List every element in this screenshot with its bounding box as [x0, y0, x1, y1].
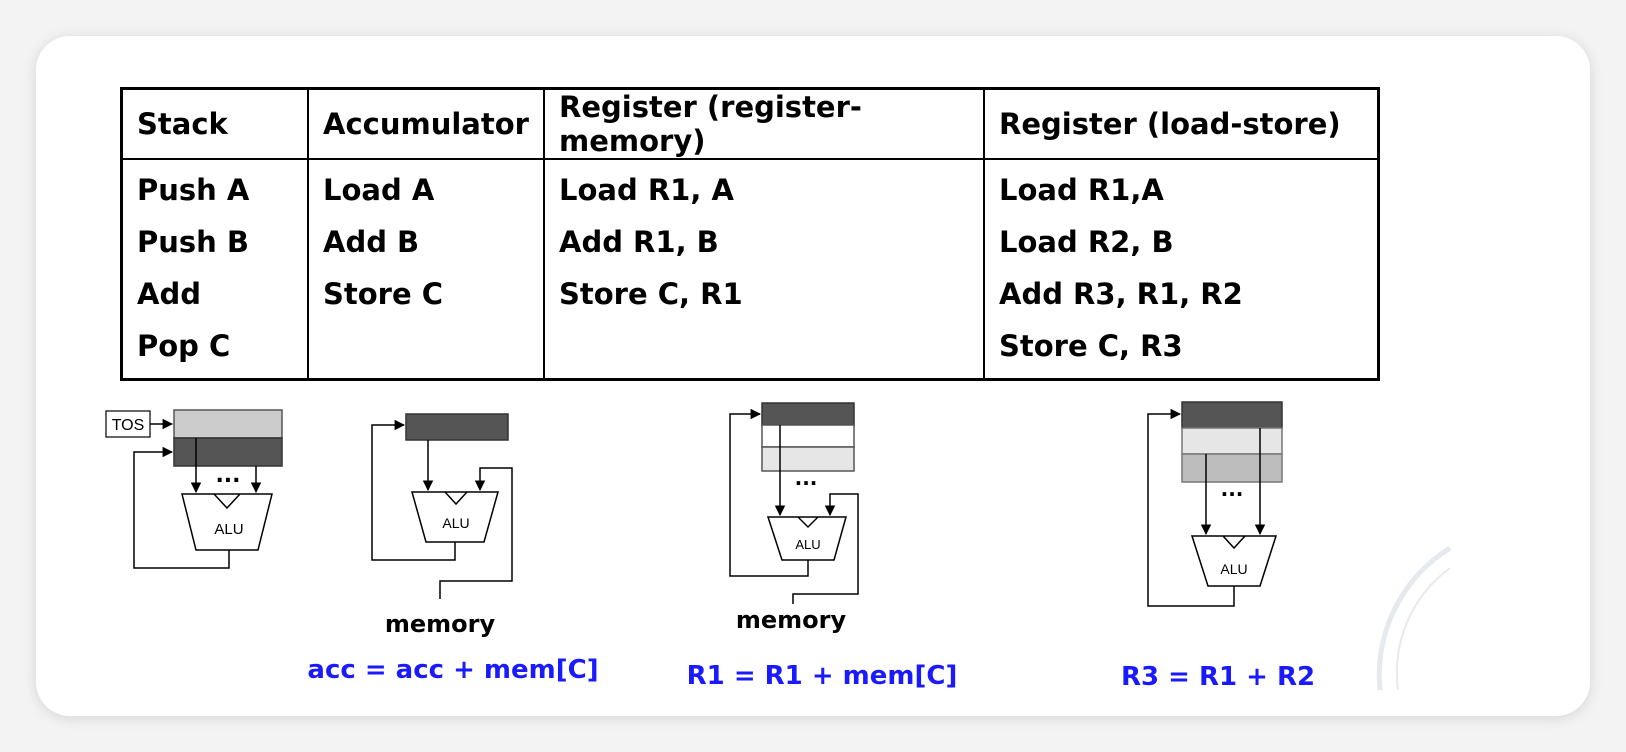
stack-alu-label: ALU — [214, 521, 243, 538]
stack-instruction: Pop C — [137, 329, 231, 363]
stack-alu-shape — [181, 493, 273, 551]
isa-comparison-table: Stack Accumulator Register (register-mem… — [120, 87, 1380, 381]
register-memory-instruction: Load R1, A — [559, 173, 734, 207]
accumulator-alu-shape — [411, 491, 499, 543]
header-accumulator: Accumulator — [307, 88, 545, 160]
header-stack: Stack — [120, 88, 309, 160]
stack-instruction: Push A — [137, 173, 250, 207]
accumulator-alu-label: ALU — [442, 515, 469, 531]
load-store-instruction: Load R1,A — [999, 173, 1164, 207]
header-load-store: Register (load-store) — [983, 88, 1380, 160]
accumulator-instruction: Load A — [323, 173, 435, 207]
accumulator-instruction: Add B — [323, 225, 420, 259]
stack-column-cell: Push A Push B Add Pop C — [120, 159, 309, 380]
register-memory-instruction: Store C, R1 — [559, 277, 743, 311]
stack-top-register — [173, 409, 283, 439]
load-store-instruction: Load R2, B — [999, 225, 1174, 259]
accumulator-diagram: ALU memory acc = acc + mem[C] — [307, 413, 599, 685]
ls-register-r2 — [1181, 427, 1283, 455]
rm-equation: R1 = R1 + mem[C] — [687, 661, 958, 691]
ls-feedback-wire — [1147, 408, 1235, 607]
table-header-row: Stack Accumulator Register (register-mem… — [120, 88, 1380, 160]
accumulator-column-cell: Load A Add B Store C — [307, 159, 545, 380]
rm-alu-label: ALU — [795, 537, 820, 552]
ls-ellipsis: ... — [1221, 477, 1244, 501]
rm-ellipsis: ... — [795, 466, 818, 490]
ls-alu-shape — [1190, 535, 1278, 587]
rm-feedback-wire — [729, 408, 809, 577]
rm-register-r2 — [761, 424, 855, 448]
tos-label: TOS — [112, 417, 145, 434]
rm-register-r3 — [761, 446, 855, 472]
stack-feedback-wire — [133, 446, 230, 569]
acc-feedback-wire — [371, 419, 456, 561]
ls-register-r3 — [1181, 453, 1283, 483]
register-memory-column-cell: Load R1, A Add R1, B Store C, R1 — [543, 159, 985, 380]
load-store-instruction: Add R3, R1, R2 — [999, 277, 1243, 311]
rm-memory-label: memory — [736, 606, 847, 634]
watermark-seal — [1376, 545, 1452, 691]
accumulator-instruction: Store C — [323, 277, 444, 311]
accumulator-register — [405, 413, 509, 441]
accumulator-memory-label: memory — [385, 610, 496, 638]
stack-diagram: TOS ... ALU — [105, 409, 283, 569]
stack-instruction: Push B — [137, 225, 250, 259]
accumulator-equation: acc = acc + mem[C] — [307, 655, 598, 685]
register-memory-diagram: ... ALU memory R1 = R1 + mem[C] — [687, 402, 958, 691]
stack-second-register — [173, 437, 283, 467]
acc-memory-wire — [439, 467, 513, 599]
ls-register-r1 — [1181, 401, 1283, 429]
stack-ellipsis: ... — [215, 463, 240, 488]
stack-instruction: Add — [137, 277, 201, 311]
ls-equation: R3 = R1 + R2 — [1121, 662, 1315, 692]
rm-register-r1 — [761, 402, 855, 426]
register-memory-instruction: Add R1, B — [559, 225, 719, 259]
load-store-instruction: Store C, R3 — [999, 329, 1183, 363]
header-register-memory: Register (register-memory) — [543, 88, 985, 160]
load-store-diagram: ... ALU R3 = R1 + R2 — [1121, 401, 1315, 692]
rm-memory-wire — [792, 493, 859, 604]
rm-alu-shape — [766, 516, 847, 561]
ls-alu-label: ALU — [1220, 561, 1247, 577]
load-store-column-cell: Load R1,A Load R2, B Add R3, R1, R2 Stor… — [983, 159, 1380, 380]
table-row: Push A Push B Add Pop C Load A Add B Sto… — [120, 159, 1380, 380]
